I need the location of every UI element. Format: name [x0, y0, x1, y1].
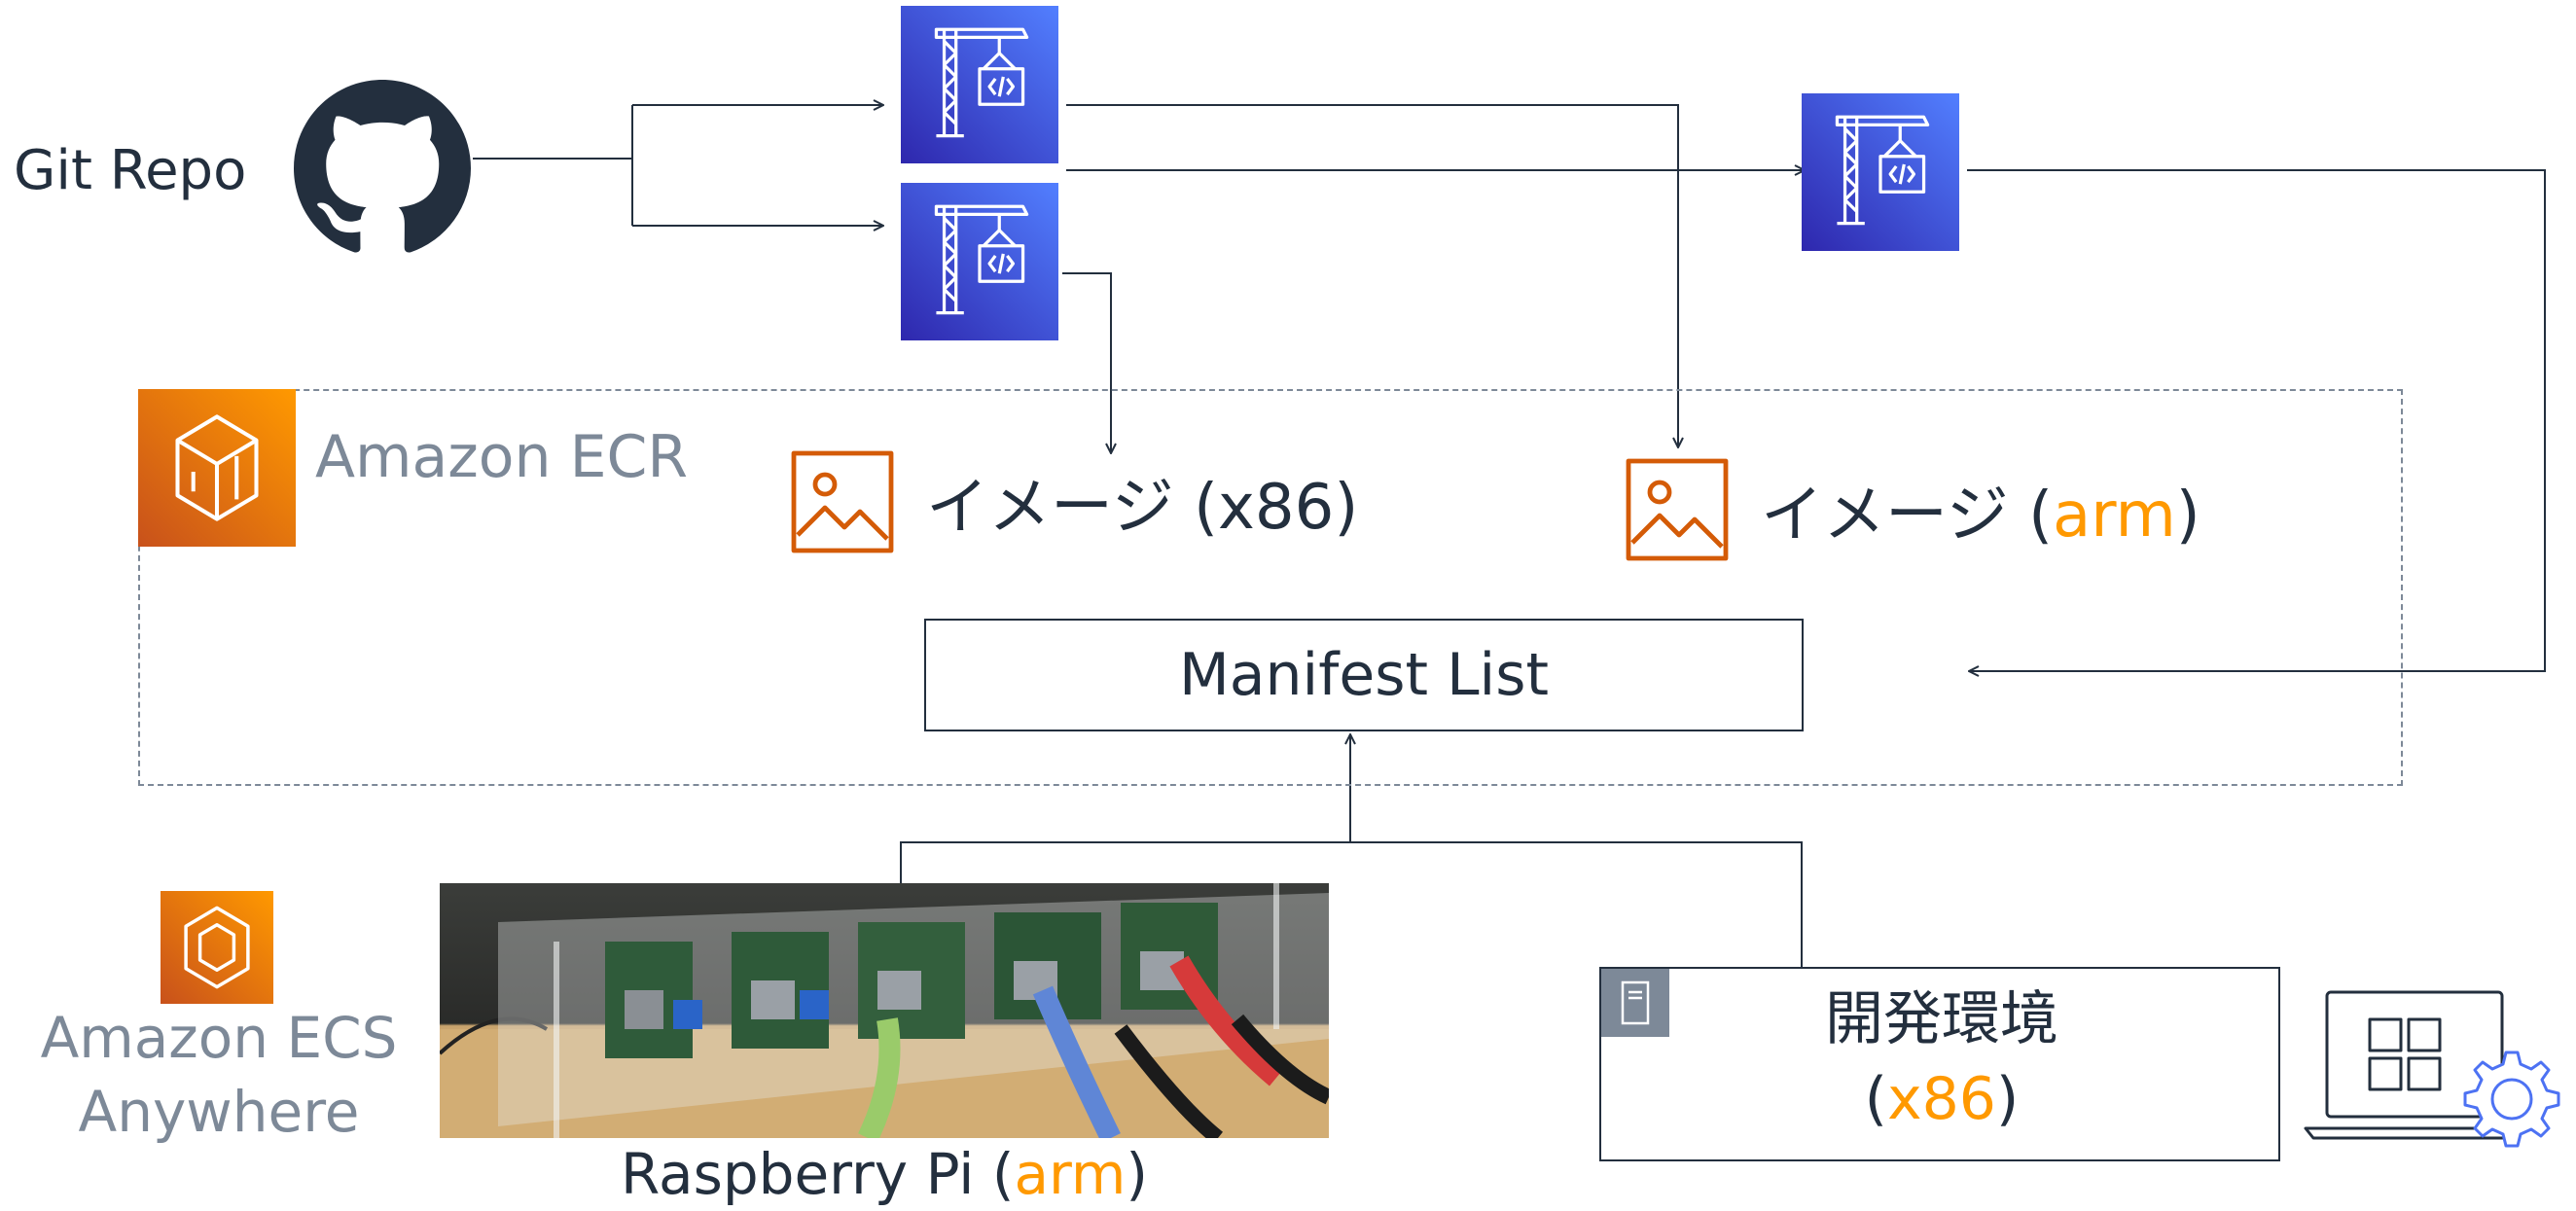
manifest-list-label: Manifest List	[1178, 641, 1549, 709]
codebuild-icon-top	[901, 6, 1058, 163]
container-image-icon	[1626, 458, 1729, 561]
arrow-build-top-to-image-arm	[1066, 104, 1678, 447]
image-arm-arch: arm	[2053, 480, 2176, 552]
manifest-list-box: Manifest List	[924, 619, 1804, 731]
ecs-anywhere-icon	[161, 891, 273, 1004]
codebuild-crane-icon	[934, 27, 1029, 138]
amazon-ecr-group	[138, 389, 2403, 786]
raspberry-pi-prefix: Raspberry Pi (	[621, 1141, 1015, 1207]
codebuild-crane-icon	[1835, 115, 1930, 226]
codebuild-crane-icon	[934, 204, 1029, 315]
image-x86-label: イメージ (x86)	[926, 472, 1359, 544]
dev-env-label-line2: (x86)	[1601, 1070, 2282, 1128]
dev-environment-box: 開発環境 (x86)	[1599, 967, 2280, 1161]
laptop-gear-icon	[2302, 982, 2564, 1158]
image-arm-icon	[1625, 457, 1730, 562]
raspberry-pi-label: Raspberry Pi (arm)	[440, 1146, 1329, 1202]
dev-env-arch: x86	[1887, 1065, 1996, 1133]
codebuild-icon-bottom	[901, 183, 1058, 340]
arrow-build-bottom-to-image-x86	[1062, 272, 1111, 453]
ecs-anywhere-label-line2: Anywhere	[78, 1079, 360, 1145]
ecs-anywhere-label-line1: Amazon ECS	[40, 1005, 398, 1071]
image-arm-label: イメージ (arm)	[1761, 484, 2200, 547]
github-icon	[294, 80, 471, 257]
container-image-icon	[791, 450, 894, 553]
arrow-manifest-build-to-manifest	[1967, 169, 2546, 671]
amazon-ecr-label: Amazon ECR	[315, 423, 689, 491]
raspberry-pi-arch: arm	[1014, 1141, 1127, 1207]
dev-env-suffix: )	[1995, 1065, 2020, 1133]
image-x86-icon	[790, 449, 895, 554]
image-arm-suffix: )	[2175, 480, 2200, 552]
server-icon	[1601, 969, 1669, 1037]
image-arm-prefix: イメージ (	[1761, 480, 2054, 552]
codebuild-icon-manifest	[1802, 93, 1959, 251]
dev-env-label-line1: 開発環境	[1825, 985, 2058, 1053]
raspberry-pi-cluster-photo	[440, 883, 1329, 1138]
raspberry-pi-suffix: )	[1126, 1141, 1148, 1207]
ecr-icon	[138, 389, 296, 547]
git-repo-label: Git Repo	[14, 139, 247, 202]
dev-env-prefix: (	[1864, 1065, 1888, 1133]
